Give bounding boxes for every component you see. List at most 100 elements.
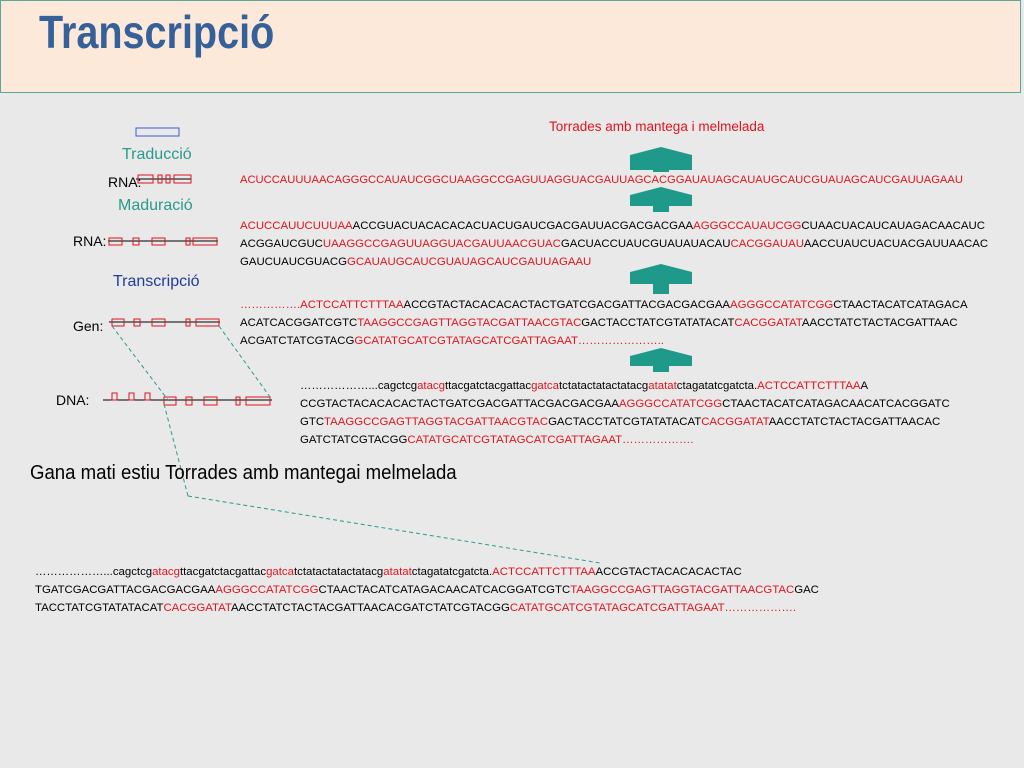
sequence-segment: GCATATGCATCGTATAGCATCGATTAGAAT: [354, 335, 578, 347]
sequence-segment: CATATGCATCGTATAGCATCGATTAGAAT: [509, 602, 725, 614]
arrow-up-3: [630, 264, 692, 294]
sequence-segment: ttacgatctacgattac: [179, 566, 267, 578]
sequence-segment: ………………...cagctcg: [300, 380, 418, 392]
sequence-segment: AGGGCCATATCGG: [730, 299, 834, 311]
sequence-segment: AACCTATCTACTACGATTAAC: [801, 317, 958, 329]
sequence-segment: AACCUAUCUACUACGAUUAACAC: [803, 238, 989, 250]
sequence-line: GAUCUAUCGUACGGCAUAUGCAUCGUAUAGCAUCGAUUAG…: [240, 253, 988, 271]
sequence-segment: GATCTATCGTACGG: [300, 434, 408, 446]
sequence-line: ACGGAUCGUCUAAGGCCGAGUUAGGUACGAUUAACGUACG…: [240, 235, 988, 253]
protein-box: [135, 127, 180, 137]
sequence-segment: gatca: [531, 380, 559, 392]
sequence-segment: GACTACCTATCGTATATACAT: [548, 416, 702, 428]
title-bar: Transcripció: [0, 0, 1021, 93]
sequence-segment: ACCGUACUACACACACUACUGAUCGACGAUUACGACGACG…: [352, 220, 694, 232]
gene-sequence: …………….ACTCCATTCTTTAAACCGTACTACACACACTACT…: [240, 296, 968, 350]
sequence-segment: ACTCCATTCTTTAA: [492, 566, 596, 578]
sequence-segment: atatat: [383, 566, 412, 578]
arrows: [630, 147, 692, 372]
sequence-segment: AGGGCCAUAUCGG: [693, 220, 802, 232]
page-title: Transcripció: [39, 6, 275, 58]
label-traduccio: Traducció: [122, 146, 192, 163]
sequence-line: TACCTATCGTATATACATCACGGATATAACCTATCTACTA…: [35, 599, 819, 617]
sequence-segment: tctatactatactatacg: [558, 380, 649, 392]
caption-text: Gana mati estiu Torrades amb mantegai me…: [30, 462, 457, 484]
sequence-segment: AGGGCCATATCGG: [215, 584, 319, 596]
sequence-segment: TAAGGCCGAGTTAGGTACGATTAACGTAC: [357, 317, 582, 329]
rna-sequence: ACUCCAUUCUUUAAACCGUACUACACACACUACUGAUCGA…: [240, 217, 988, 271]
dna-sequence: ………………...cagctcgatacgttacgatctacgattacga…: [300, 377, 950, 449]
sequence-line: …………….ACTCCATTCTTTAAACCGTACTACACACACTACT…: [240, 296, 968, 314]
sequence-segment: TAAGGCCGAGTTAGGTACGATTAACGTAC: [570, 584, 795, 596]
sequence-segment: …………….: [240, 299, 301, 311]
sequence-segment: CACGGATAT: [734, 317, 802, 329]
sequence-segment: ACTCCATTCTTTAA: [300, 299, 404, 311]
sequence-segment: TGATCGACGATTACGACGACGAA: [35, 584, 216, 596]
sequence-segment: gatca: [266, 566, 294, 578]
sequence-line: ………………...cagctcgatacgttacgatctacgattacga…: [300, 377, 950, 395]
label-gen: Gen:: [73, 318, 104, 334]
sequence-line: ACGATCTATCGTACGGCATATGCATCGTATAGCATCGATT…: [240, 332, 968, 350]
sequence-line: TGATCGACGATTACGACGACGAAAGGGCCATATCGGCTAA…: [35, 581, 819, 599]
sequence-segment: atacg: [152, 566, 180, 578]
sequence-segment: CUAACUACAUCAUAGACAACAUC: [801, 220, 985, 232]
sequence-segment: ACATCACGGATCGTC: [240, 317, 358, 329]
result-annotation: Torrades amb mantega i melmelada: [549, 119, 765, 134]
sequence-segment: AACCTATCTACTACGATTAACAC: [768, 416, 941, 428]
sequence-segment: ctagatatcgatcta.: [411, 566, 493, 578]
dna-bottom-sequence: ………………...cagctcgatacgttacgatctacgattacga…: [35, 563, 819, 617]
sequence-segment: ACGGAUCGUC: [240, 238, 323, 250]
sequence-segment: CACGGATAT: [163, 602, 231, 614]
dna-diagram: [103, 392, 272, 406]
sequence-segment: UAAGGCCGAGUUAGGUACGAUUAACGUAC: [322, 238, 561, 250]
sequence-segment: CACGGAUAU: [730, 238, 804, 250]
sequence-segment: TAAGGCCGAGTTAGGTACGATTAACGTAC: [324, 416, 549, 428]
sequence-segment: GACTACCTATCGTATATACAT: [581, 317, 735, 329]
sequence-segment: ………………...cagctcg: [35, 566, 153, 578]
zoom-lines: [111, 325, 601, 564]
sequence-segment: GACUACCUAUCGUAUAUACAU: [560, 238, 731, 250]
sequence-line: CCGTACTACACACACTACTGATCGACGATTACGACGACGA…: [300, 395, 950, 413]
sequence-segment: GAC: [794, 584, 819, 596]
sequence-segment: ACTCCATTCTTTAA: [757, 380, 861, 392]
sequence-line: ACATCACGGATCGTCTAAGGCCGAGTTAGGTACGATTAAC…: [240, 314, 968, 332]
sequence-segment: atacg: [417, 380, 445, 392]
sequence-segment: ACGATCTATCGTACG: [240, 335, 355, 347]
label-maduracio: Maduració: [118, 197, 193, 214]
sequence-segment: tctatactatactatacg: [293, 566, 384, 578]
sequence-segment: ctagatatcgatcta.: [676, 380, 758, 392]
label-rna-mature: RNA:: [108, 174, 142, 190]
sequence-line: GATCTATCGTACGGCATATGCATCGTATAGCATCGATTAG…: [300, 431, 950, 449]
sequence-segment: CACGGATAT: [701, 416, 769, 428]
pre-mrna-diagram: [108, 237, 218, 246]
label-rna-pre: RNA:: [73, 233, 107, 249]
sequence-segment: CTAACTACATCATAGACAACATCACGGATC: [722, 398, 950, 410]
arrow-up-1: [630, 147, 692, 172]
label-dna: DNA:: [56, 392, 90, 408]
sequence-segment: ACCGTACTACACACACTACTGATCGACGATTACGACGACG…: [403, 299, 731, 311]
mrna-sequence: ACUCCAUUUAACAGGGCCAUAUCGGCUAAGGCCGAGUUAG…: [240, 174, 963, 186]
sequence-line: ACUCCAUUCUUUAAACCGUACUACACACACUACUGAUCGA…: [240, 217, 988, 235]
sequence-segment: AGGGCCATATCGG: [618, 398, 723, 410]
sequence-segment: ……………….: [622, 434, 694, 446]
sequence-segment: CATATGCATCGTATAGCATCGATTAGAAT: [407, 434, 623, 446]
sequence-segment: CTAACTACATCATAGACA: [833, 299, 968, 311]
sequence-segment: GAUCUAUCGUACG: [240, 256, 347, 268]
sequence-segment: ACCGTACTACACACACTAC: [595, 566, 742, 578]
sequence-segment: ttacgatctacgattac: [444, 380, 532, 392]
sequence-segment: …………………..: [577, 335, 664, 347]
sequence-segment: GCAUAUGCAUCGUAUAGCAUCGAUUAGAAU: [346, 256, 592, 268]
sequence-segment: A: [860, 380, 869, 392]
sequence-segment: AACCTATCTACTACGATTAACACGATCTATCGTACGG: [230, 602, 510, 614]
sequence-segment: CTAACTACATCATAGACAACATCACGGATCGTC: [318, 584, 571, 596]
label-transcripcio: Transcripció: [113, 273, 200, 290]
gene-diagram: [109, 318, 220, 327]
mrna-diagram: [136, 174, 192, 184]
sequence-segment: GTC: [300, 416, 325, 428]
arrow-up-2: [630, 187, 692, 212]
sequence-line: GTCTAAGGCCGAGTTAGGTACGATTAACGTACGACTACCT…: [300, 413, 950, 431]
sequence-segment: ……………….: [724, 602, 797, 614]
sequence-segment: atatat: [648, 380, 677, 392]
arrow-up-4: [630, 348, 692, 372]
